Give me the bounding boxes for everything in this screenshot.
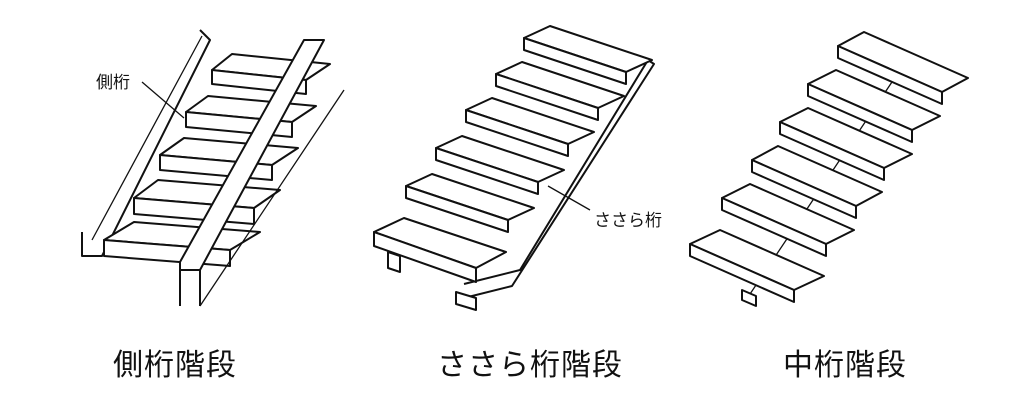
- treads: [689, 31, 969, 303]
- right-stringer: [179, 39, 325, 271]
- center-stringer-stair: [689, 31, 969, 307]
- side-stringer-stair: [81, 29, 345, 307]
- side-stringer-callout: 側桁: [96, 73, 130, 93]
- open-stringer-stair: [373, 25, 655, 311]
- caption-open-stringer: ささら桁階段: [437, 348, 623, 383]
- treads: [373, 25, 653, 283]
- side-stringer-leader: [141, 81, 185, 119]
- sasara-leader: [547, 185, 591, 211]
- sasara-stringer: [455, 59, 655, 301]
- sasara-callout: ささら桁: [594, 211, 662, 231]
- caption-center-stringer: 中桁階段: [783, 348, 907, 383]
- caption-side-stringer: 側桁階段: [113, 348, 237, 383]
